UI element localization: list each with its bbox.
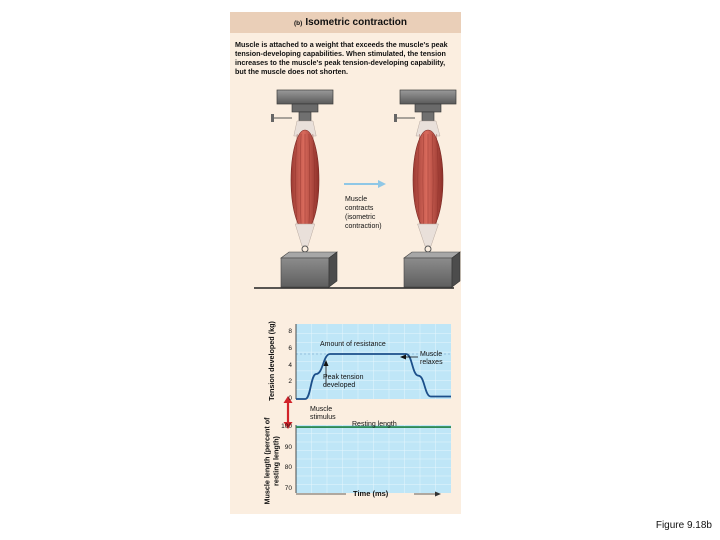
peak-tension-label-line: Peak tension — [323, 374, 364, 381]
resistance-label: Amount of resistance — [320, 341, 386, 348]
figure-tag: (b) — [294, 20, 303, 27]
upper-tendon — [415, 120, 441, 137]
stimulus-label-line: Muscle — [310, 406, 333, 413]
y-tick-label: 6 — [288, 345, 292, 352]
resting-length-label: Resting length — [352, 421, 397, 428]
muscle-fiber — [308, 133, 311, 227]
hook — [424, 245, 432, 253]
relaxes-label-line: Muscle — [420, 351, 443, 358]
tension-y-axis-label: Tension developed (kg) — [266, 321, 277, 401]
figure-title-bar: (b)Isometric contraction — [230, 12, 461, 33]
stimulus-label-line: stimulus — [310, 414, 336, 421]
muscle-fiber — [295, 133, 298, 227]
peak-tension-label-line: developed — [323, 382, 356, 389]
contraction-label-line: (isometric — [345, 214, 376, 221]
screw-handle — [394, 114, 397, 122]
contraction-label: Muscle contracts (isometric contraction) — [345, 196, 382, 230]
relaxes-label-line: relaxes — [420, 359, 443, 366]
muscle-fiber — [431, 133, 434, 227]
weight-side — [451, 251, 461, 288]
clamp-block — [414, 103, 442, 113]
muscle-apparatus-contracting — [394, 89, 461, 288]
clamp-bar — [276, 89, 334, 105]
y-tick-label: 2 — [288, 378, 292, 386]
clamp-jaw — [298, 111, 312, 122]
lower-tendon — [417, 223, 439, 247]
figure-caption: Figure 9.18b — [655, 520, 712, 531]
weight-front — [280, 257, 330, 288]
relaxes-arrow — [400, 354, 418, 360]
weight-front — [403, 257, 453, 288]
figure-title: Isometric contraction — [305, 17, 408, 28]
y-tick-label: 100 — [281, 423, 292, 431]
contraction-arrow — [344, 180, 386, 188]
stimulus-label: Muscle stimulus — [310, 406, 336, 422]
muscle-fiber — [422, 133, 425, 227]
clamp-block — [291, 103, 319, 113]
upper-tendon — [293, 120, 317, 137]
tension-grid — [296, 324, 451, 399]
lower-tendon — [294, 223, 316, 247]
screw-handle — [271, 114, 274, 122]
muscle-fiber — [436, 133, 439, 227]
y-tick-label: 90 — [284, 443, 292, 451]
contraction-label-line: Muscle — [345, 196, 367, 203]
y-tick-label: 8 — [288, 328, 292, 336]
clamp-jaw — [421, 111, 435, 122]
stimulus-arrow — [283, 396, 293, 429]
contraction-label-line: contraction) — [345, 223, 382, 230]
length-chart — [295, 425, 451, 497]
length-grid — [296, 425, 451, 493]
tension-curve — [295, 353, 451, 400]
figure-description: Muscle is attached to a weight that exce… — [235, 40, 448, 76]
muscle-fiber — [299, 133, 302, 227]
time-axis-label: Time (ms) — [353, 489, 389, 498]
muscle-fiber — [417, 133, 420, 227]
muscle-apparatus-resting — [271, 89, 338, 288]
y-tick-label: 4 — [288, 361, 292, 369]
y-tick-label: 70 — [284, 484, 292, 492]
peak-tension-label: Peak tension developed — [323, 374, 363, 390]
relaxes-label: Muscle relaxes — [420, 351, 443, 367]
y-tick-label: 80 — [284, 464, 292, 472]
time-axis-arrow — [296, 491, 441, 497]
contraction-label-line: contracts — [345, 205, 374, 212]
tension-chart — [295, 324, 451, 400]
peak-arrow — [323, 360, 329, 386]
clamp-bar — [399, 89, 457, 105]
weight-top — [280, 251, 338, 259]
y-tick-label: 0 — [288, 395, 292, 402]
weight-side — [328, 251, 338, 288]
hook — [301, 245, 309, 253]
muscle-fiber — [312, 133, 315, 227]
weight-top — [403, 251, 461, 259]
tension-y-axis-label-text: Tension developed (kg) — [266, 321, 276, 401]
